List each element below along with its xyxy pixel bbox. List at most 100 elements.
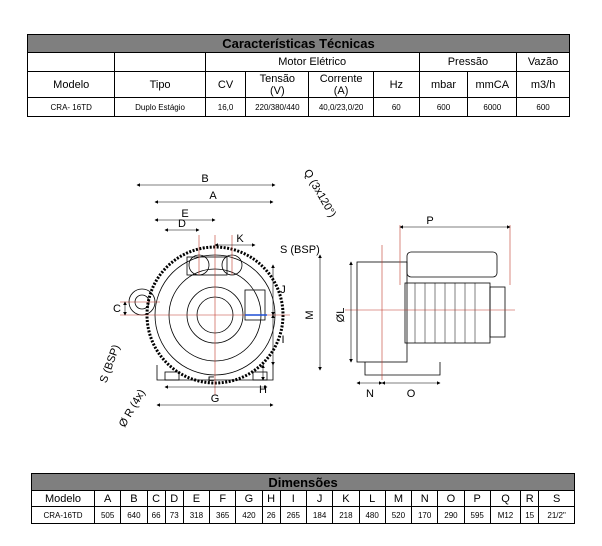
spec-cell: Duplo Estágio xyxy=(114,97,206,117)
dims-header: B xyxy=(120,490,148,507)
dims-cell: 218 xyxy=(332,506,360,524)
dims-cell: CRA-16TD xyxy=(31,506,95,524)
dims-cell: 26 xyxy=(261,506,281,524)
inlet-pipe xyxy=(406,251,498,278)
spec-blank xyxy=(114,52,206,72)
dims-cell: 73 xyxy=(164,506,184,524)
spec-cell: 40,0/23,0/20 xyxy=(308,97,374,117)
spec-cell: 600 xyxy=(516,97,570,117)
dims-cell: 66 xyxy=(146,506,166,524)
dims-header: G xyxy=(235,490,263,507)
junction-box xyxy=(244,289,266,321)
dim-label-F: F xyxy=(208,375,215,387)
dims-header: E xyxy=(182,490,211,507)
dims-cell: 290 xyxy=(437,506,465,524)
side-view xyxy=(356,251,506,376)
dims-header: A xyxy=(93,490,122,507)
dims-cell: 505 xyxy=(93,506,122,524)
dims-table: Dimensões Modelo A B C D E F G H I J K L… xyxy=(31,473,575,524)
dim-label-R: Ø R (4x) xyxy=(117,388,148,430)
spec-header: mmCA xyxy=(467,71,518,98)
dim-label-M: M xyxy=(304,310,316,319)
dim-label-O: O xyxy=(407,388,416,400)
dims-header: L xyxy=(358,490,386,507)
dim-label-C: C xyxy=(113,303,121,315)
spec-group-pressao: Pressão xyxy=(418,52,518,72)
dims-cell: 520 xyxy=(384,506,413,524)
dim-label-S-left: S (BSP) xyxy=(98,343,123,384)
dim-label-G: G xyxy=(211,393,220,405)
dim-label-L: ØL xyxy=(335,308,347,323)
dims-header: P xyxy=(463,490,491,507)
dims-cell: 170 xyxy=(411,506,439,524)
dims-cell: M12 xyxy=(489,506,522,524)
motor-endcap xyxy=(489,286,506,338)
spec-title: Características Técnicas xyxy=(27,34,570,53)
dim-label-P: P xyxy=(426,215,433,227)
dims-header: Modelo xyxy=(31,490,95,507)
dims-cell: 480 xyxy=(358,506,386,524)
spec-cell: 60 xyxy=(372,97,420,117)
top-flange xyxy=(186,256,228,276)
dims-header: J xyxy=(305,490,334,507)
dims-title: Dimensões xyxy=(31,473,575,491)
dims-cell: 21/2" xyxy=(538,506,575,524)
spec-cell: CRA- 16TD xyxy=(26,97,116,117)
dims-header: M xyxy=(384,490,413,507)
foot xyxy=(164,371,180,381)
spec-cell: 6000 xyxy=(467,97,518,117)
dims-header: K xyxy=(332,490,360,507)
spec-group-motor: Motor Elétrico xyxy=(204,52,420,72)
side-dimensions xyxy=(318,225,511,385)
dims-header: H xyxy=(261,490,281,507)
dims-cell: 184 xyxy=(305,506,334,524)
spec-header: CV xyxy=(204,71,247,98)
motor-body xyxy=(404,282,491,344)
spec-cell: 600 xyxy=(418,97,469,117)
dims-header: I xyxy=(279,490,307,507)
dim-label-N: N xyxy=(366,388,374,400)
spec-header: Modelo xyxy=(26,71,116,98)
dims-header: R xyxy=(520,490,540,507)
dim-label-J: J xyxy=(280,284,286,296)
dims-cell: 640 xyxy=(120,506,148,524)
dims-cell: 318 xyxy=(182,506,211,524)
dim-label-Q: Q (3x120°) xyxy=(301,167,338,219)
side-base xyxy=(364,362,441,376)
dim-label-A: A xyxy=(209,190,217,202)
dims-header: C xyxy=(146,490,166,507)
spec-table: Características Técnicas Motor Elétrico … xyxy=(26,34,570,117)
dims-header: D xyxy=(164,490,184,507)
spec-group-vazao: Vazão xyxy=(516,52,570,72)
dim-label-E: E xyxy=(181,208,188,220)
spec-header: m3/h xyxy=(516,71,570,98)
dim-label-H: H xyxy=(259,384,267,396)
dims-header: N xyxy=(411,490,439,507)
spec-header: Hz xyxy=(372,71,420,98)
spec-header: Tensão (V) xyxy=(245,71,310,98)
spec-cell: 220/380/440 xyxy=(245,97,310,117)
dim-label-I: I xyxy=(281,334,284,346)
spec-header: Corrente (A) xyxy=(308,71,374,98)
spec-header: Tipo xyxy=(114,71,206,98)
front-dimensions xyxy=(123,183,276,407)
dims-cell: 595 xyxy=(463,506,491,524)
dim-label-D: D xyxy=(178,218,186,230)
dims-cell: 420 xyxy=(235,506,263,524)
dims-header: S xyxy=(538,490,575,507)
dims-cell: 365 xyxy=(209,506,237,524)
dims-cell: 15 xyxy=(520,506,540,524)
side-centerlines xyxy=(345,225,515,380)
dims-cell: 265 xyxy=(279,506,307,524)
foot xyxy=(252,371,268,381)
technical-drawing: B A E D K S (BSP) F G J I H C S (BSP) Ø … xyxy=(98,167,515,430)
dim-label-K: K xyxy=(236,233,244,245)
spec-cell: 16,0 xyxy=(204,97,247,117)
dims-header: O xyxy=(437,490,465,507)
dims-header: Q xyxy=(489,490,522,507)
dim-label-B: B xyxy=(201,173,208,185)
spec-blank xyxy=(26,52,116,72)
spec-header: mbar xyxy=(418,71,469,98)
dims-header: F xyxy=(209,490,237,507)
motor-fins xyxy=(414,283,476,343)
